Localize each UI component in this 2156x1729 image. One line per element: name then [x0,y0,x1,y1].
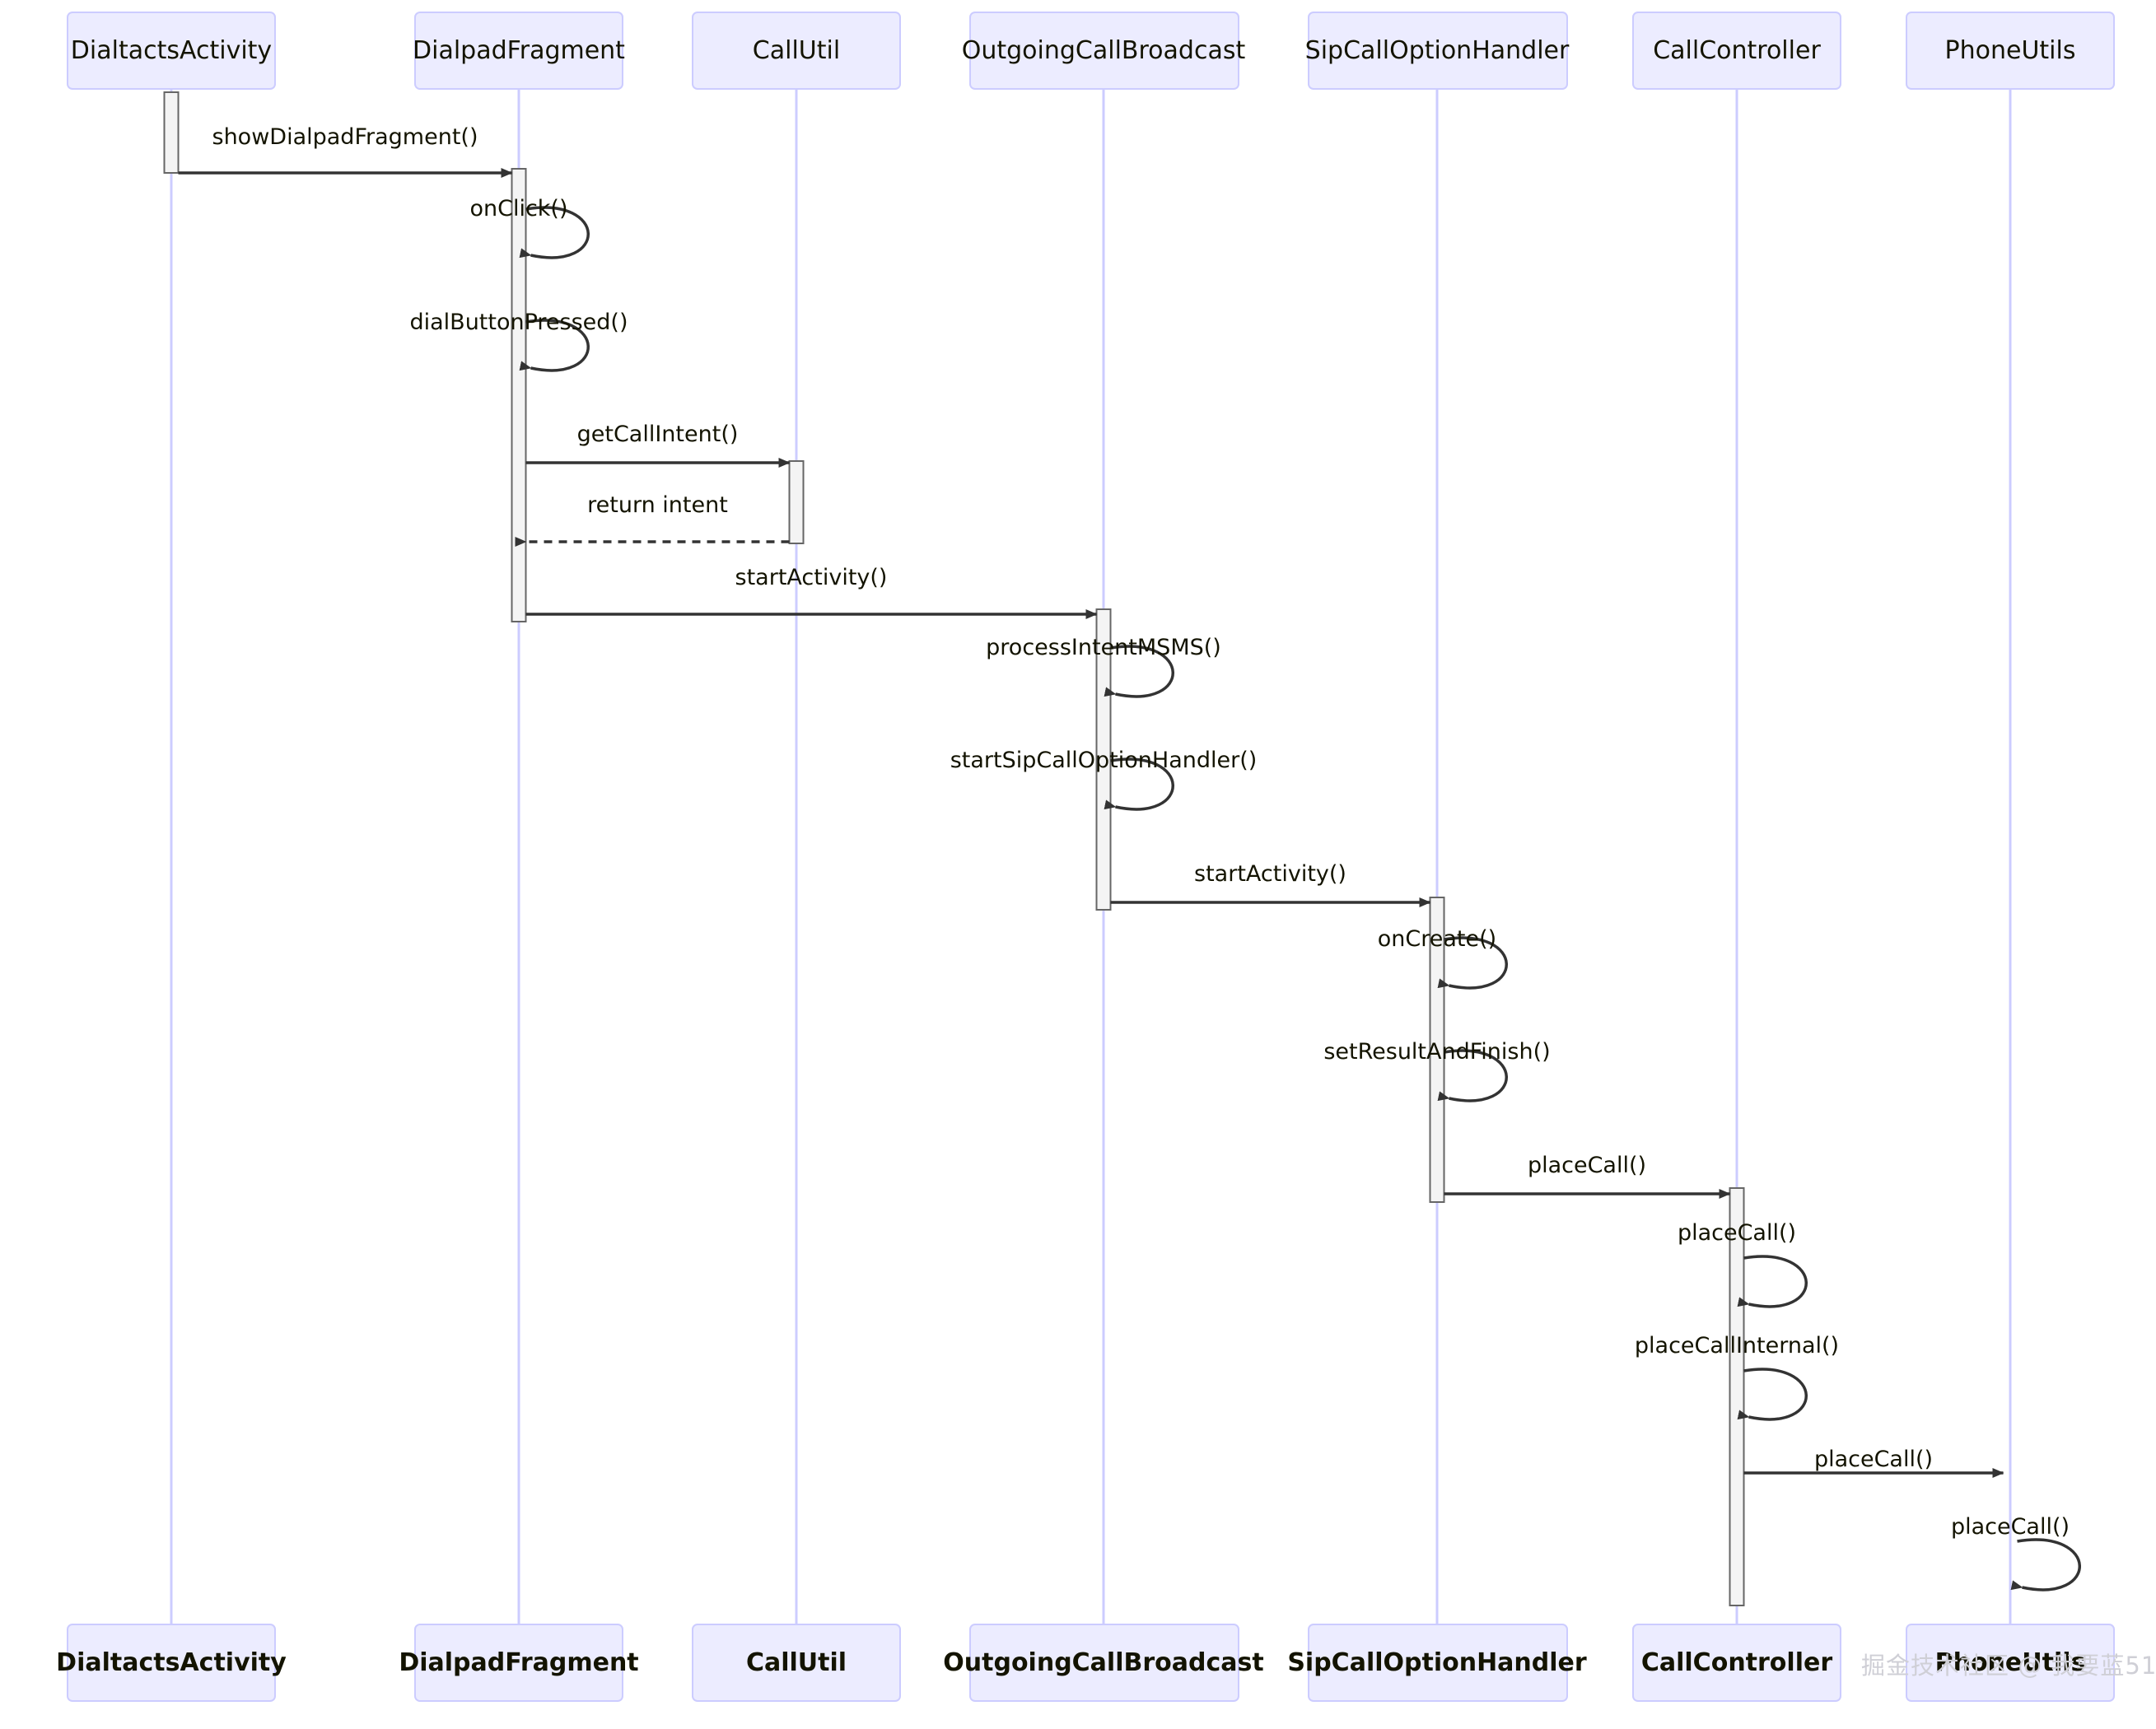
activation-bar-dialtacts [163,91,180,174]
message-label: startSipCallOptionHandler() [950,748,1258,773]
participant-box[interactable] [1632,12,1841,90]
activation-bar-dialpad [511,168,527,622]
participant-label: CallController [1641,1648,1832,1677]
self-call-loop [2010,1538,2081,1592]
message-15: placeCall() [1743,1447,2004,1478]
participant-box[interactable] [67,12,276,90]
participant-top-dialpad[interactable]: DialpadFragment [413,12,625,90]
activation-bar-controller [1729,1187,1745,1606]
participant-box[interactable] [969,12,1239,90]
message-label: onCreate() [1378,926,1496,952]
participant-label: SipCallOptionHandler [1287,1648,1587,1677]
participant-box[interactable] [414,12,623,90]
message-label: onClick() [469,196,567,221]
message-label: startActivity() [1194,861,1346,887]
participant-box[interactable] [414,1624,623,1702]
participant-box[interactable] [1906,12,2115,90]
participant-top-dialtacts[interactable]: DialtactsActivity [67,12,276,90]
message-1: showDialpadFragment() [178,124,513,178]
participant-box[interactable] [692,1624,901,1702]
message-13: placeCall() [1678,1220,1808,1308]
participant-label: DialtactsActivity [71,36,272,65]
participant-label: PhoneUtils [1945,36,2076,65]
message-label: dialButtonPressed() [409,310,628,335]
self-call-loop [1104,645,1174,698]
activation-bar-sipcall [1429,897,1445,1203]
participant-bottom-controller[interactable]: CallController [1632,1624,1841,1702]
message-8: startSipCallOptionHandler() [950,748,1258,811]
participant-label: DialpadFragment [399,1648,638,1677]
participant-label: CallUtil [746,1648,847,1677]
message-16: placeCall() [1951,1514,2081,1592]
participant-label: CallUtil [753,36,840,65]
self-call-loop [1737,1368,1808,1421]
participant-bottom-dialpad[interactable]: DialpadFragment [399,1624,639,1702]
message-4: getCallIntent() [525,422,791,468]
participant-bottom-sipcall[interactable]: SipCallOptionHandler [1287,1624,1587,1702]
message-6: startActivity() [525,565,1098,619]
participant-box[interactable] [969,1624,1239,1702]
message-label: processIntentMSMS() [986,635,1221,660]
participant-bottom-dialtacts[interactable]: DialtactsActivity [56,1624,287,1702]
self-call-loop [519,319,590,372]
participant-box[interactable] [1308,12,1568,90]
message-10: onCreate() [1378,926,1508,990]
activations-layer [163,91,1745,1606]
self-call-loop [1437,936,1508,990]
message-11: setResultAndFinish() [1323,1039,1551,1102]
message-14: placeCallInternal() [1635,1333,1839,1421]
participant-label: SipCallOptionHandler [1305,36,1570,65]
participant-box[interactable] [1632,1624,1841,1702]
message-label: setResultAndFinish() [1323,1039,1550,1065]
participant-label: OutgoingCallBroadcast [962,36,1246,65]
participant-box[interactable] [67,1624,276,1702]
message-12: placeCall() [1444,1153,1731,1199]
message-label: placeCall() [1951,1514,2070,1540]
participant-top-sipcall[interactable]: SipCallOptionHandler [1305,12,1570,90]
participant-label: OutgoingCallBroadcast [943,1648,1263,1677]
participant-bottom-callutil[interactable]: CallUtil [692,1624,901,1702]
participant-top-phoneutils[interactable]: PhoneUtils [1906,12,2115,90]
participant-label: DialtactsActivity [56,1648,287,1677]
message-9: startActivity() [1110,861,1431,907]
self-call-loop [1737,1255,1808,1308]
message-label: placeCall() [1678,1220,1796,1246]
activation-bar-callutil [788,460,805,544]
participant-label: DialpadFragment [413,36,625,65]
participant-box[interactable] [1308,1624,1568,1702]
participant-top-controller[interactable]: CallController [1632,12,1841,90]
message-label: placeCall() [1814,1447,1933,1472]
message-label: getCallIntent() [577,422,739,447]
participant-label: CallController [1653,36,1821,65]
message-5: return intent [515,492,790,547]
participant-top-callutil[interactable]: CallUtil [692,12,901,90]
messages-layer: showDialpadFragment() onClick() dialButton… [178,124,2081,1592]
message-7: processIntentMSMS() [986,635,1221,698]
self-call-loop [1104,757,1174,811]
self-call-loop [519,206,590,259]
participant-bottom-broadcast[interactable]: OutgoingCallBroadcast [943,1624,1264,1702]
message-3: dialButtonPressed() [409,310,628,372]
message-label: showDialpadFragment() [212,124,478,150]
message-label: placeCallInternal() [1635,1333,1839,1358]
participant-label: PhoneUtils [1935,1648,2086,1677]
message-label: return intent [587,492,728,518]
self-call-loop [1437,1049,1508,1102]
participant-box[interactable] [692,12,901,90]
participant-bottom-phoneutils[interactable]: PhoneUtils [1906,1624,2115,1702]
participant-box[interactable] [1906,1624,2115,1702]
message-label: startActivity() [735,565,888,590]
message-2: onClick() [469,196,590,259]
participant-top-broadcast[interactable]: OutgoingCallBroadcast [962,12,1246,90]
message-label: placeCall() [1528,1153,1646,1178]
